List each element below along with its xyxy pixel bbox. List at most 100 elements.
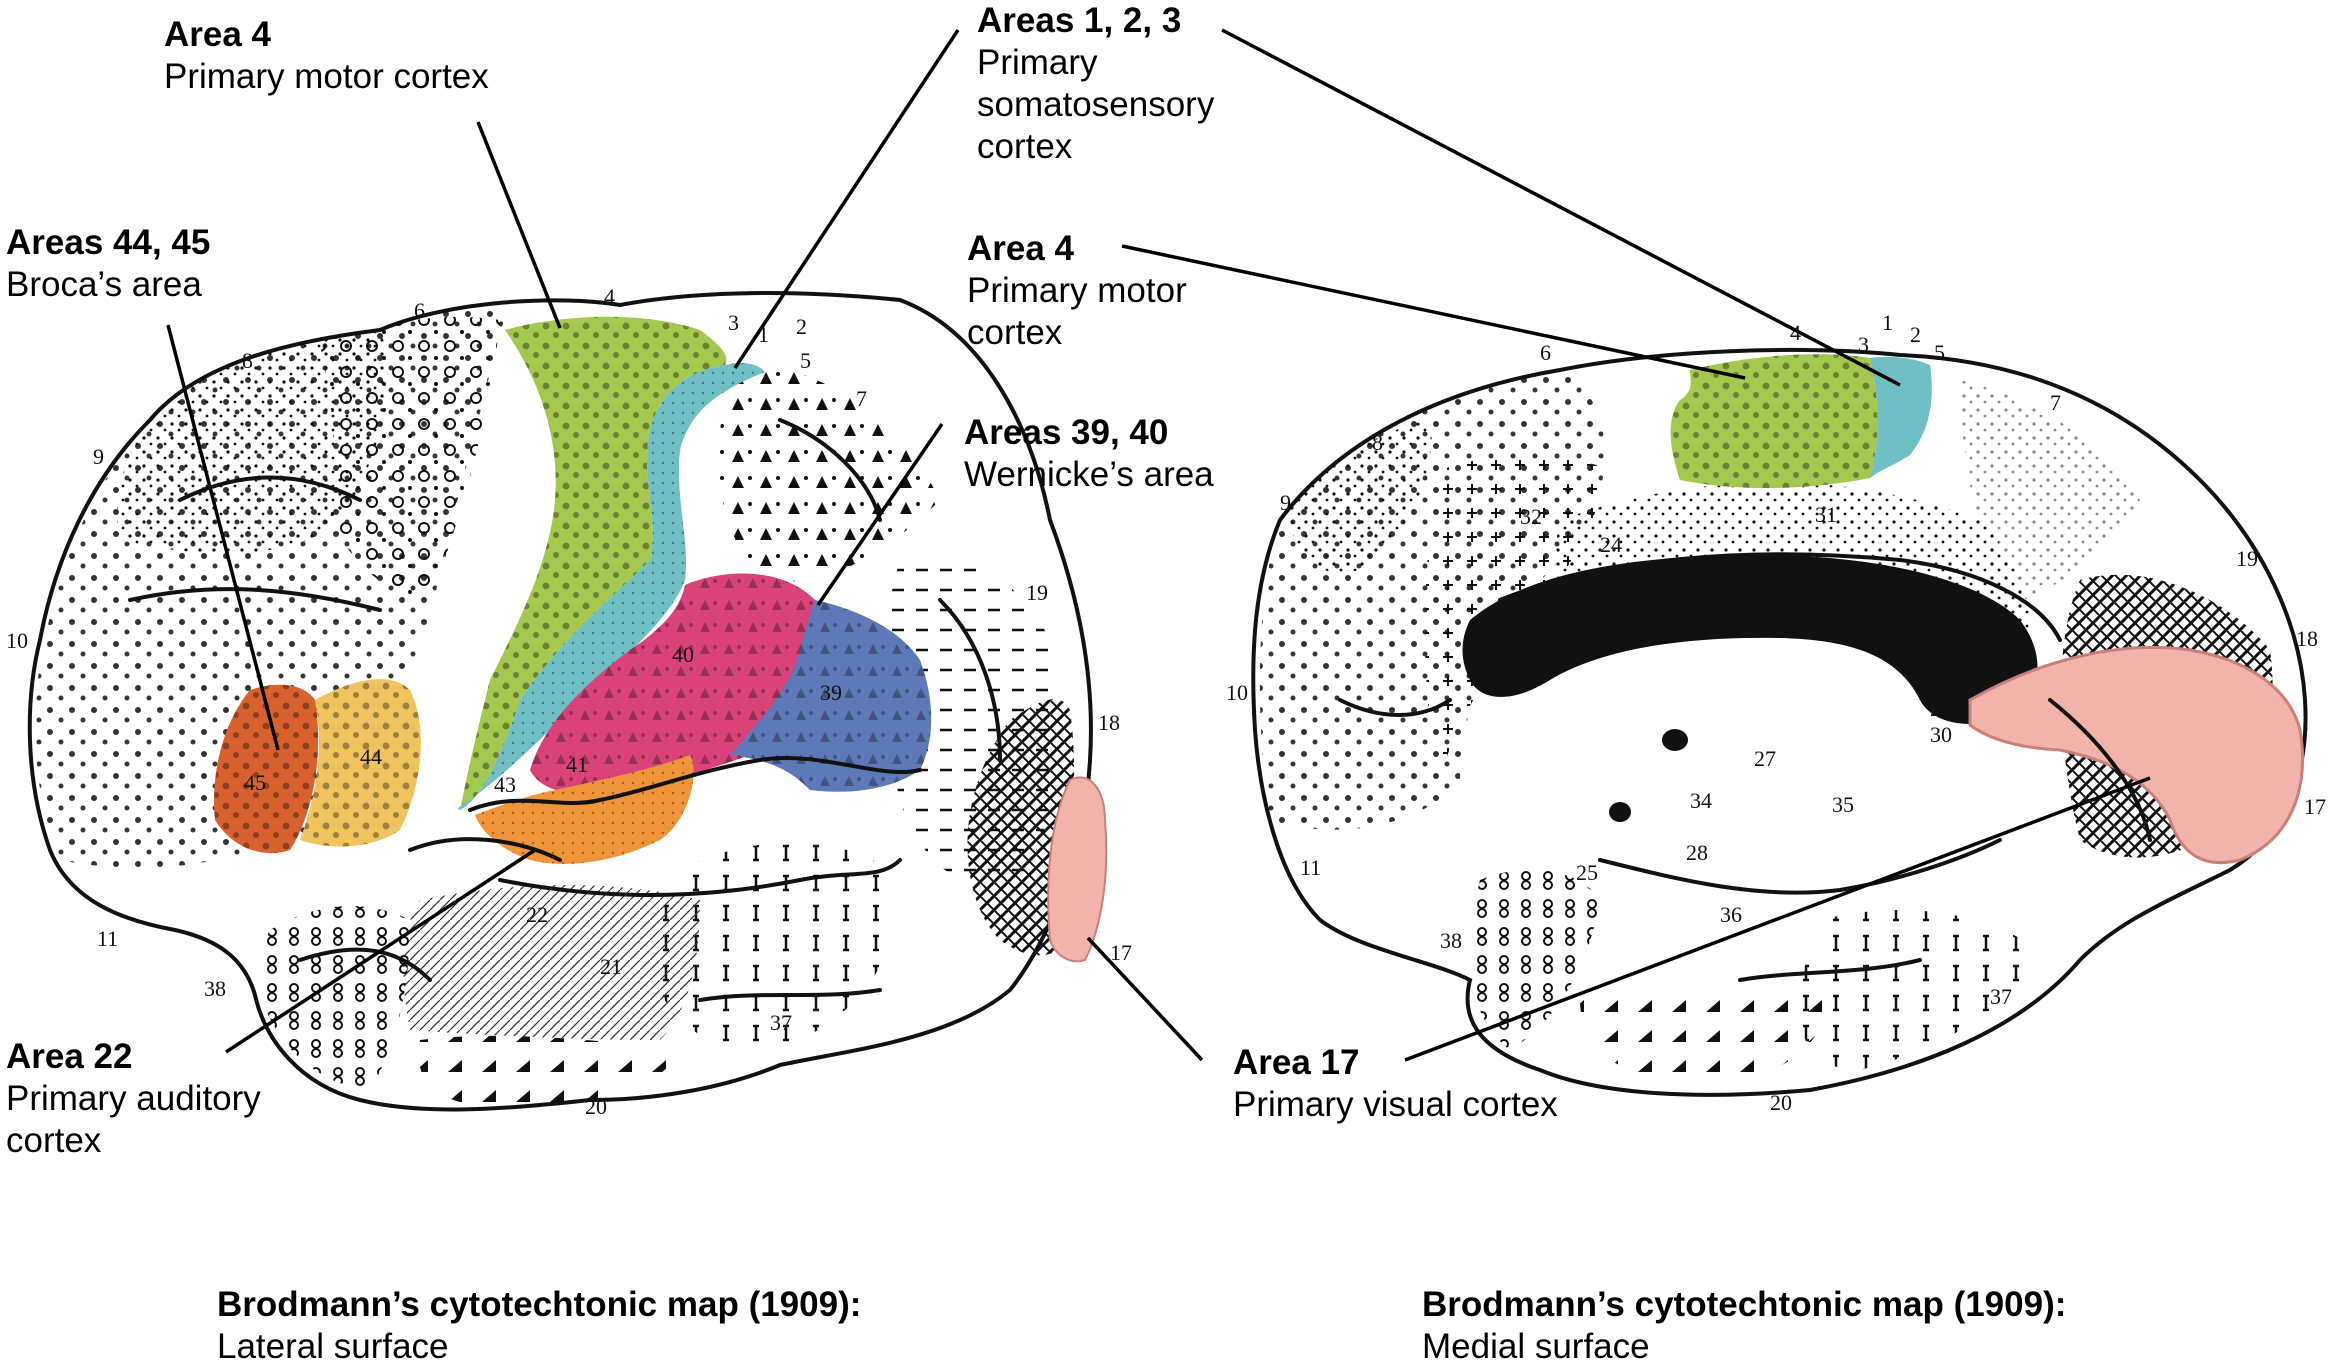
medial-num: 9: [1280, 490, 1291, 515]
medial-parietal-texture: [1960, 380, 2140, 600]
medial-ventricle: [1550, 651, 1913, 840]
lateral-num: 17: [1110, 940, 1132, 965]
callout-area17: Area 17 Primary visual cortex: [1233, 1042, 1558, 1126]
medial-map-numbers: 6 4 3 1 2 5 7 8 9 10 11 32 24 31 33 26 2…: [1226, 310, 2326, 1115]
callout-title: Area 4: [164, 15, 272, 54]
lateral-brain: 4 6 3 1 2 5 7 8 9 10 11 19 18 17 37 20 2…: [6, 284, 1132, 1119]
leader-line-areas123-medial: [1221, 28, 1901, 387]
lateral-num: 18: [1098, 710, 1120, 735]
caption-title: Brodmann’s cytotechtonic map (1909):: [1422, 1285, 2067, 1324]
caption-lateral: Brodmann’s cytotechtonic map (1909): Lat…: [217, 1284, 861, 1368]
lateral-num: 38: [204, 976, 226, 1001]
lateral-area21-texture: [403, 885, 700, 1040]
medial-sulci: [1338, 552, 2152, 982]
lateral-num: 8: [242, 348, 253, 373]
medial-num: 30: [1930, 722, 1952, 747]
lateral-num: 9: [93, 444, 104, 469]
lateral-num: 6: [414, 298, 425, 323]
callout-desc: Wernicke’s area: [964, 455, 1214, 494]
lateral-parietal-texture: [718, 360, 940, 582]
callout-desc: cortex: [6, 1121, 102, 1160]
callout-area22: Area 22 Primary auditory cortex: [6, 1036, 261, 1162]
callout-title: Areas 44, 45: [6, 223, 211, 262]
callout-title: Areas 1, 2, 3: [977, 1, 1182, 40]
lateral-area17-region: [1047, 776, 1108, 963]
medial-num: 34: [1690, 788, 1712, 813]
callout-lateral-area4: Area 4 Primary motor cortex: [164, 14, 489, 98]
lateral-num: 19: [1026, 580, 1048, 605]
medial-num: 11: [1300, 855, 1321, 880]
callout-desc: cortex: [977, 127, 1073, 166]
medial-num: 36: [1720, 902, 1742, 927]
lateral-num: 11: [97, 926, 118, 951]
lateral-num: 4: [604, 284, 615, 309]
callout-title: Areas 39, 40: [964, 413, 1169, 452]
callout-title: Area 4: [967, 229, 1075, 268]
lateral-num: 37: [770, 1010, 792, 1035]
callout-medial-area4: Area 4 Primary motor cortex: [967, 228, 1187, 354]
leader-line-areas123: [733, 29, 960, 369]
medial-num: 24: [1600, 532, 1622, 557]
lateral-num: 22: [526, 902, 548, 927]
leader-line-area22: [225, 848, 536, 1054]
lateral-num: 1: [758, 322, 769, 347]
lateral-num: 40: [672, 642, 694, 667]
medial-num: 18: [2296, 626, 2318, 651]
medial-temporal-texture: [1799, 910, 2040, 1070]
medial-num: 32: [1520, 504, 1542, 529]
caption-subtitle: Lateral surface: [217, 1327, 449, 1366]
leader-line-broca: [166, 324, 280, 751]
lateral-map-numbers: 4 6 3 1 2 5 7 8 9 10 11 19 18 17 37 20 2…: [6, 284, 1132, 1119]
lateral-num: 3: [728, 310, 739, 335]
lateral-inferior-temporal-texture: [418, 1035, 680, 1109]
callout-desc: Primary motor cortex: [164, 57, 489, 96]
leader-line-lateral-area4: [476, 121, 562, 329]
callout-title: Area 22: [6, 1037, 133, 1076]
callout-wernicke: Areas 39, 40 Wernicke’s area: [964, 412, 1214, 496]
medial-num: 35: [1832, 792, 1854, 817]
leader-line-wernicke: [816, 423, 944, 606]
callout-broca: Areas 44, 45 Broca’s area: [6, 222, 210, 306]
callout-desc: Primary auditory: [6, 1079, 261, 1118]
medial-num: 10: [1226, 680, 1248, 705]
lateral-num: 2: [796, 314, 807, 339]
leader-line-area4-medial: [1121, 244, 1746, 380]
lateral-sulci: [128, 418, 1002, 1002]
medial-num: 17: [2304, 794, 2326, 819]
lateral-num: 41: [566, 752, 588, 777]
medial-brain: 6 4 3 1 2 5 7 8 9 10 11 32 24 31 33 26 2…: [1226, 310, 2326, 1115]
lateral-num: 5: [800, 348, 811, 373]
medial-num: 7: [2050, 390, 2061, 415]
callout-desc: Primary visual cortex: [1233, 1085, 1558, 1124]
lateral-num: 21: [600, 954, 622, 979]
lateral-num: 39: [820, 680, 842, 705]
medial-num: 25: [1576, 860, 1598, 885]
medial-num: 3: [1858, 332, 1869, 357]
medial-area123-somatosensory-region: [1870, 356, 1932, 478]
medial-area38-texture: [1470, 869, 1600, 1050]
medial-optic-chiasm: [1609, 802, 1631, 822]
lateral-premotor-texture: [320, 316, 500, 600]
medial-num: 31: [1815, 502, 1837, 527]
medial-anterior-commissure: [1662, 729, 1688, 751]
lateral-num: 10: [6, 628, 28, 653]
lateral-num: 43: [494, 772, 516, 797]
caption-medial: Brodmann’s cytotechtonic map (1909): Med…: [1422, 1284, 2066, 1368]
callout-desc: cortex: [967, 313, 1063, 352]
medial-num: 8: [1372, 430, 1383, 455]
medial-num: 5: [1934, 340, 1945, 365]
medial-num: 2: [1910, 322, 1921, 347]
callout-title: Area 17: [1233, 1043, 1360, 1082]
callout-desc: Primary: [977, 43, 1098, 82]
leader-lines: [166, 28, 2151, 1062]
medial-num: 20: [1770, 1090, 1792, 1115]
medial-num: 6: [1540, 340, 1551, 365]
lateral-num: 7: [856, 386, 867, 411]
callout-desc: Broca’s area: [6, 265, 202, 304]
medial-num: 28: [1686, 840, 1708, 865]
medial-num: 1: [1882, 310, 1893, 335]
medial-area36-texture: [1580, 985, 1830, 1085]
lateral-num: 44: [360, 744, 382, 769]
medial-prefrontal-fine: [1290, 420, 1432, 573]
